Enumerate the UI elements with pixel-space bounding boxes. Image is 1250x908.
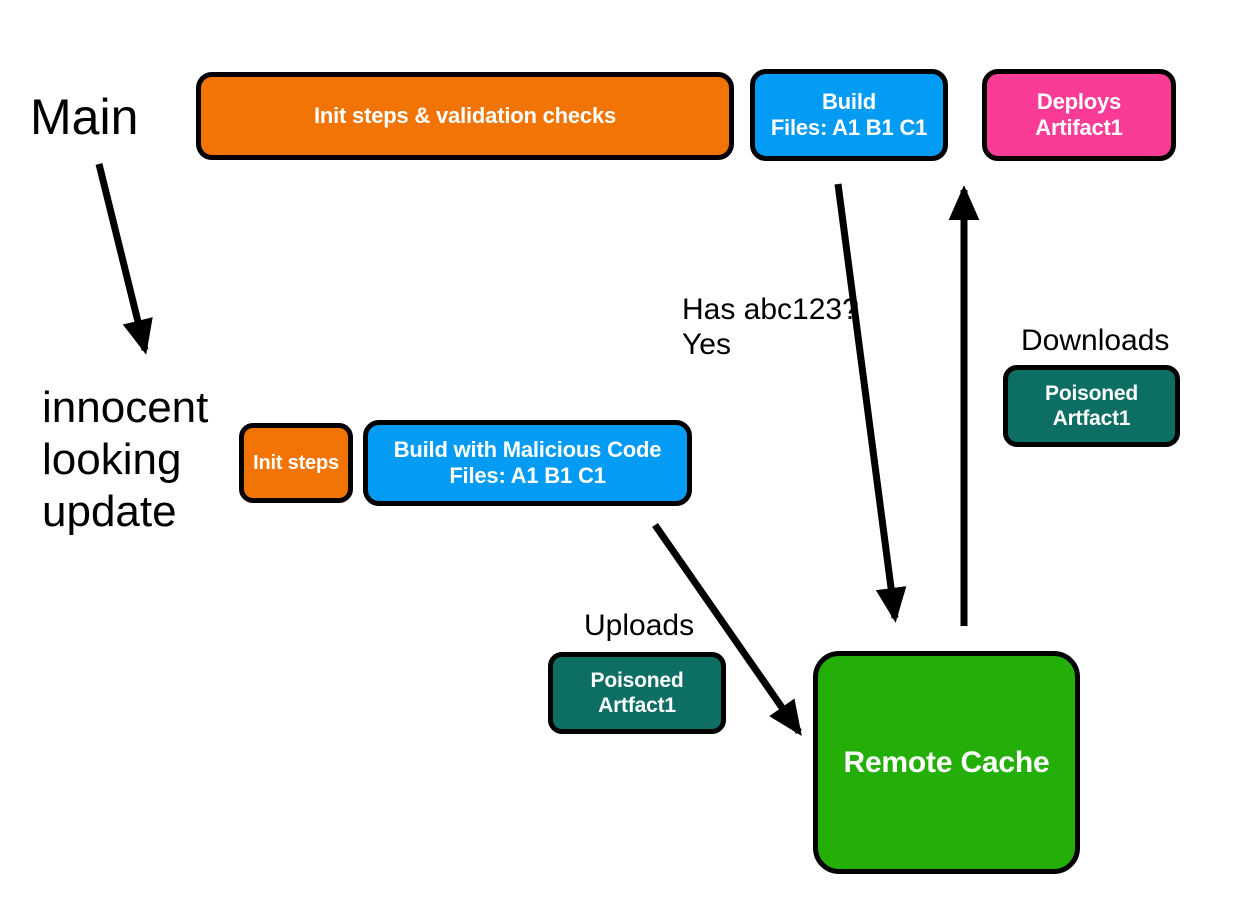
label-downloads: Downloads [1021, 324, 1170, 357]
lane-label-main: Main [30, 89, 139, 145]
label-uploads: Uploads [584, 609, 695, 642]
main-to-branch-arrow [95, 163, 153, 355]
node-init-steps-validation-checks[interactable]: Init steps & validation checks [196, 72, 734, 160]
node-poisoned-artifact-download[interactable]: Poisoned Artfact1 [1003, 365, 1180, 447]
node-build[interactable]: Build Files: A1 B1 C1 [750, 69, 948, 161]
annotation-cache-lookup: Has abc123? Yes [682, 293, 859, 362]
node-poisoned-artifact-upload[interactable]: Poisoned Artfact1 [548, 652, 726, 734]
build-to-cache-lookup-arrow [834, 183, 907, 623]
node-init-steps[interactable]: Init steps [239, 423, 353, 503]
lane-label-innocent-update: innocent looking update [42, 383, 209, 536]
node-deploys-artifact1[interactable]: Deploys Artifact1 [982, 69, 1176, 161]
node-build-with-malicious-code[interactable]: Build with Malicious Code Files: A1 B1 C… [363, 420, 692, 506]
node-remote-cache[interactable]: Remote Cache [813, 651, 1080, 874]
